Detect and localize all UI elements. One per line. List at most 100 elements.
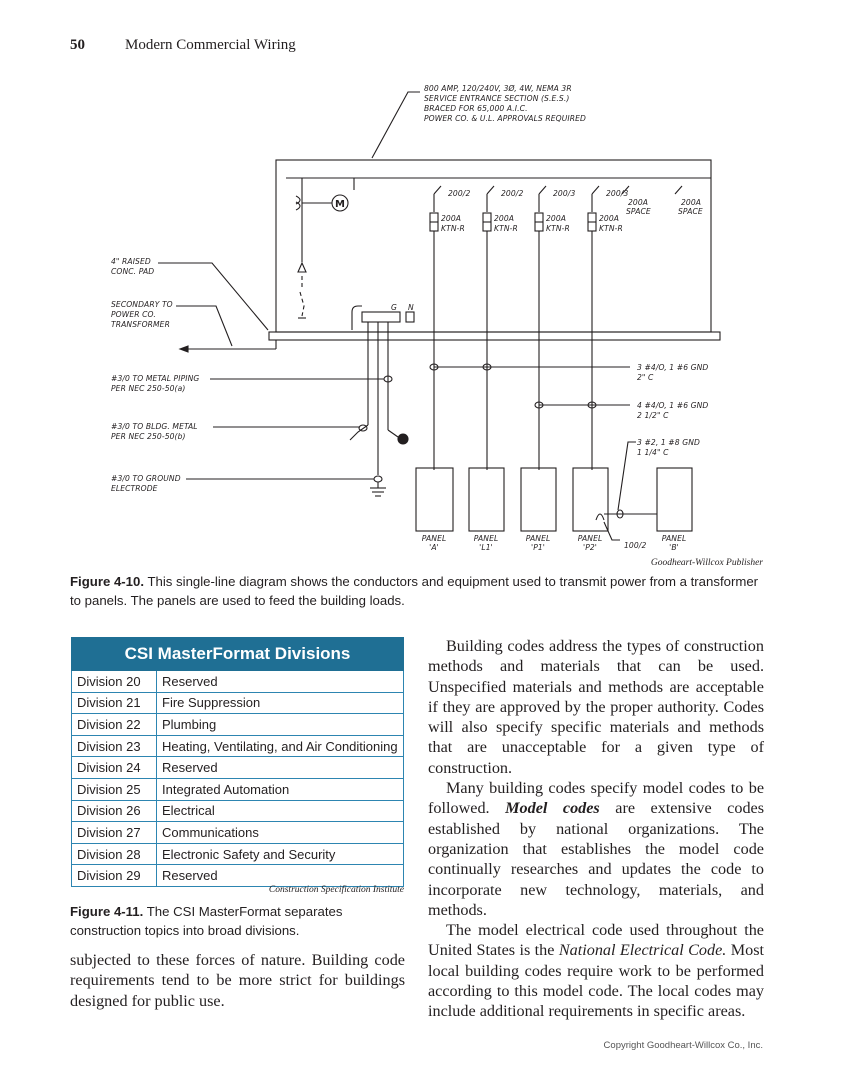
secondary-label-2: POWER CO. (111, 310, 156, 319)
figure-4-10-text: This single-line diagram shows the condu… (70, 574, 759, 608)
topic-cell: Reserved (156, 670, 404, 693)
division-cell: Division 25 (71, 777, 157, 801)
n-label: N (408, 303, 414, 312)
breaker-3-label: 200/3 (553, 189, 575, 198)
panel-p2-label: PANEL (578, 534, 603, 543)
g-label: G (391, 303, 397, 312)
panel-p2-name: 'P2' (583, 543, 597, 552)
space-1-label: SPACE (626, 207, 651, 216)
feeder-c-label-2: 1 1/4" C (637, 448, 669, 457)
panel-p1-name: 'P1' (531, 543, 545, 552)
piping-label-2: PER NEC 250-50(a) (111, 384, 185, 393)
fuse-3-type: KTN-R (546, 224, 570, 233)
fuse-4-type: KTN-R (599, 224, 623, 233)
concrete-pad (268, 331, 721, 341)
book-title: Modern Commercial Wiring (125, 37, 296, 53)
breaker-1-label: 200/2 (448, 189, 470, 198)
panel-a-box (415, 467, 454, 532)
callout-line-1: 800 AMP, 120/240V, 3Ø, 4W, NEMA 3R (424, 84, 572, 93)
panel-p1-box (520, 467, 557, 532)
feeder-b-label-1: 4 #4/O, 1 #6 GND (637, 401, 708, 410)
secondary-label-3: TRANSFORMER (111, 320, 170, 329)
topic-cell: Electrical (156, 799, 404, 823)
nec-reference: National Electrical Code. (558, 941, 727, 960)
left-column-text: subjected to these forces of nature. Bui… (70, 950, 405, 1011)
figure-4-11-caption: Figure 4-11. The CSI MasterFormat separa… (70, 902, 400, 940)
breaker-4-label: 200/3 (606, 189, 628, 198)
panel-a-label: PANEL (422, 534, 447, 543)
ground-label-1: #3/0 TO GROUND (111, 474, 181, 483)
fuse-2-type: KTN-R (494, 224, 518, 233)
space-1-amp: 200A (628, 198, 648, 207)
panel-b-box (656, 467, 693, 532)
division-cell: Division 20 (71, 670, 157, 693)
panel-p1-label: PANEL (526, 534, 551, 543)
topic-cell: Communications (156, 821, 404, 844)
ground-label-2: ELECTRODE (111, 484, 158, 493)
topic-cell: Heating, Ventilating, and Air Conditioni… (156, 734, 404, 758)
right-column-text: Building codes address the types of cons… (428, 636, 764, 1022)
figure-4-10-label: Figure 4-10. (70, 574, 145, 589)
feeder-a-label-1: 3 #4/O, 1 #6 GND (637, 363, 708, 372)
topic-cell: Plumbing (156, 713, 404, 736)
feeder-c-label-1: 3 #2, 1 #8 GND (637, 438, 700, 447)
bldg-metal-label-1: #3/0 TO BLDG. METAL (111, 422, 198, 431)
division-cell: Division 27 (71, 821, 157, 844)
division-cell: Division 24 (71, 756, 157, 779)
left-paragraph: subjected to these forces of nature. Bui… (70, 951, 405, 1010)
fuse-1-amp: 200A (441, 214, 461, 223)
csi-table-title: CSI MasterFormat Divisions (71, 637, 404, 671)
pad-label-2: CONC. PAD (111, 267, 154, 276)
panel-l1-box (468, 467, 505, 532)
single-line-diagram: 800 AMP, 120/240V, 3Ø, 4W, NEMA 3R SERVI… (111, 84, 721, 552)
space-2-amp: 200A (681, 198, 701, 207)
breaker-2-label: 200/2 (501, 189, 523, 198)
meter-letter: M (335, 199, 345, 210)
p3-after: Most local building codes require work t… (428, 941, 765, 1021)
figure-4-11-label: Figure 4-11. (70, 904, 144, 919)
topic-cell: Integrated Automation (156, 777, 404, 801)
division-cell: Division 22 (71, 713, 157, 736)
panel-b-name: 'B' (669, 543, 679, 552)
panel-p2-box (572, 467, 609, 532)
model-codes-term: Model codes (505, 799, 600, 818)
topic-cell: Reserved (156, 756, 404, 779)
callout-line-4: POWER CO. & U.L. APPROVALS REQUIRED (424, 114, 586, 123)
panel-b-label: PANEL (662, 534, 687, 543)
panel-l1-label: PANEL (474, 534, 499, 543)
division-cell: Division 28 (71, 842, 157, 866)
division-cell: Division 26 (71, 799, 157, 823)
paragraph-building-codes: Building codes address the types of cons… (428, 637, 764, 777)
piping-label-1: #3/0 TO METAL PIPING (111, 374, 199, 383)
feeder-b-label-2: 2 1/2" C (637, 411, 669, 420)
figure-4-11-text: The CSI MasterFormat separates construct… (70, 904, 343, 938)
fuse-2-amp: 200A (494, 214, 514, 223)
pad-label-1: 4" RAISED (111, 257, 151, 266)
panel-l1-name: 'L1' (479, 543, 493, 552)
panel-a-name: 'A' (429, 543, 439, 552)
topic-cell: Electronic Safety and Security (156, 842, 404, 866)
page-number: 50 (70, 37, 85, 53)
division-cell: Division 23 (71, 734, 157, 758)
topic-cell: Fire Suppression (156, 691, 404, 715)
sub-breaker-label: 100/2 (624, 541, 646, 550)
fuse-3-amp: 200A (546, 214, 566, 223)
bldg-metal-label-2: PER NEC 250-50(b) (111, 432, 186, 441)
copyright-footer: Copyright Goodheart-Willcox Co., Inc. (603, 1040, 763, 1051)
fuse-4-amp: 200A (599, 214, 619, 223)
feeder-a-label-2: 2" C (637, 373, 654, 382)
table-credit: Construction Specification Institute (268, 885, 404, 895)
figure-4-10-caption: Figure 4-10. This single-line diagram sh… (70, 572, 770, 610)
